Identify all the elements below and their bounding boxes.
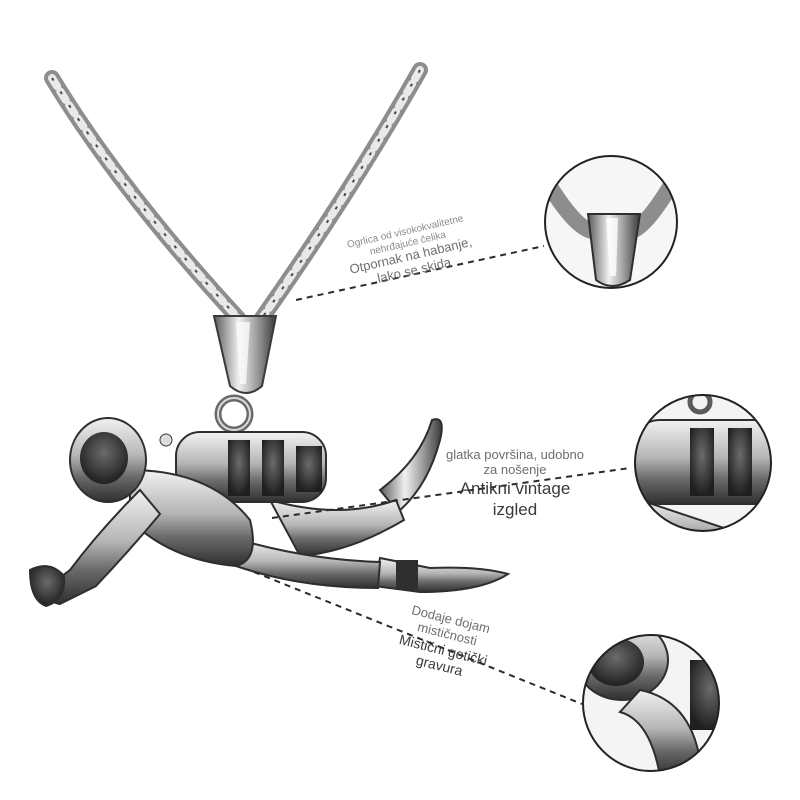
detail-bail-zoom xyxy=(544,155,678,289)
diver-pendant xyxy=(28,417,511,608)
callout-surface-main: Antikni vintage izgled xyxy=(459,478,571,520)
detail-tank-zoom xyxy=(634,394,772,532)
callout-surface-sub: glatka površina, udobno za nošenje xyxy=(445,447,585,477)
box-chain xyxy=(44,62,428,326)
detail-helmet-zoom xyxy=(582,634,720,772)
callout-surface: glatka površina, udobno za nošenje Antik… xyxy=(440,447,590,520)
pendant-bail xyxy=(212,315,278,434)
leader-lines xyxy=(253,245,631,705)
